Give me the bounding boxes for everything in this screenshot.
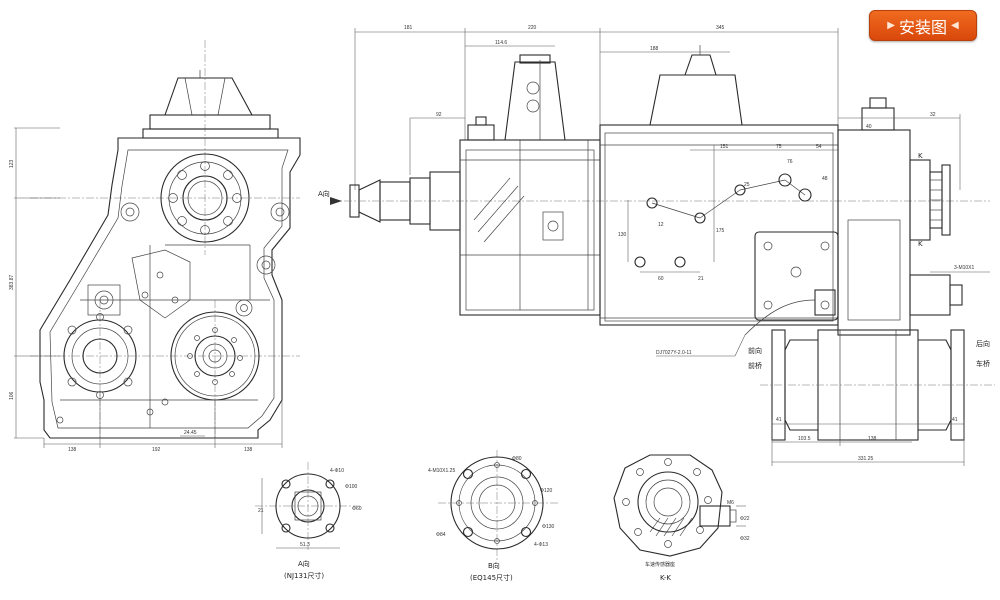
view-a-dim0: Φ100: [345, 484, 358, 490]
side-dim-92: 92: [436, 112, 442, 118]
front-view: 123 383.87 106 138 192 24.45 138: [9, 40, 301, 453]
front-dim-h2: 24.45: [184, 430, 197, 436]
view-k-dim2: Φ32: [740, 536, 750, 542]
left-label-bottom: 前桥: [748, 361, 762, 370]
side-dim-top2: 114.6: [495, 40, 507, 46]
side-dim-40: 40: [866, 124, 872, 130]
front-dim-v0: 123: [9, 159, 15, 168]
side-dim-bottom3: 41: [952, 417, 958, 423]
right-label-bottom: 车桥: [976, 359, 990, 368]
view-k: M6 Φ22 Φ32 车速传感器座 K-K: [613, 454, 750, 582]
side-dim-bottom1: 103.5: [798, 436, 811, 442]
side-dim-bottom0: 41: [776, 417, 782, 423]
view-a-dim4: 21: [258, 508, 264, 514]
side-dim-25: 25: [744, 182, 750, 188]
view-b-subtitle: (EQ145尺寸): [470, 573, 513, 582]
left-label-top: 前向: [748, 346, 762, 355]
view-k-title: K-K: [660, 574, 671, 582]
connector-label: DJ7027Y-2.0-11: [656, 350, 692, 356]
thread-label: 3-M10X1: [954, 265, 975, 271]
marker-k-top: K: [918, 152, 923, 160]
view-b-dim0: 4-M10X1.25: [428, 468, 455, 474]
arrow-a-label: A向: [318, 189, 330, 198]
side-dim-bottom4: 331.25: [858, 456, 874, 462]
side-dim-175: 175: [716, 228, 725, 234]
view-a-dim2: 4-Φ10: [330, 468, 344, 474]
badge-right-mark: ◀: [951, 20, 959, 31]
side-dim-76: 76: [787, 159, 793, 165]
side-dim-top1: 220: [528, 25, 537, 31]
side-dim-top4: 188: [650, 46, 659, 52]
front-dim-v1: 383.87: [9, 274, 15, 290]
view-b-dim2: Φ120: [540, 488, 553, 494]
front-dim-h3: 138: [244, 447, 253, 453]
side-dim-bottom2: 138: [868, 436, 877, 442]
side-dim-top3: 345: [716, 25, 725, 31]
view-b-dim1: Φ80: [512, 456, 522, 462]
side-dim-54: 54: [816, 144, 822, 150]
side-dim-top0: 181: [404, 25, 413, 31]
side-view: 181 220 114.6 345 188 A向: [318, 25, 995, 466]
front-dim-h1: 192: [152, 447, 161, 453]
view-k-dim1: Φ22: [740, 516, 750, 522]
upper-bolt-circle: [168, 161, 242, 235]
side-dim-32: 32: [930, 112, 936, 118]
view-a-title: A向: [298, 559, 310, 568]
view-a-dim1: Φ60: [352, 506, 362, 512]
install-drawing-badge[interactable]: ▶ 安装图 ◀: [869, 10, 977, 41]
side-dim-130: 130: [618, 232, 627, 238]
side-dim-60: 60: [658, 276, 664, 282]
view-a: Φ100 Φ60 4-Φ10 51.3 21 A向 (NJ131尺寸): [255, 462, 362, 580]
side-dim-12: 12: [658, 222, 664, 228]
view-b-dim3: Φ84: [436, 532, 446, 538]
badge-label: 安装图: [898, 17, 947, 37]
view-b-dim4: Φ130: [542, 524, 555, 530]
view-k-label: 车速传感器座: [645, 561, 675, 568]
badge-left-mark: ▶: [887, 20, 895, 31]
view-a-subtitle: (NJ131尺寸): [284, 571, 324, 580]
marker-k-bottom: K: [918, 240, 923, 248]
view-b-title: B向: [488, 561, 500, 570]
side-dim-151: 151: [720, 144, 729, 150]
front-dim-v2: 106: [9, 391, 15, 400]
view-b-dim5: 4-Φ13: [534, 542, 548, 548]
side-dim-48: 48: [822, 176, 828, 182]
right-label-top: 后向: [976, 339, 990, 348]
front-dim-h0: 138: [68, 447, 77, 453]
view-b: 4-M10X1.25 Φ80 Φ120 Φ84 Φ130 4-Φ13 B向 (E…: [428, 450, 560, 582]
side-dim-21: 21: [698, 276, 704, 282]
view-a-dim3: 51.3: [300, 542, 310, 548]
side-dim-75: 75: [776, 144, 782, 150]
view-k-dim0: M6: [727, 500, 734, 506]
